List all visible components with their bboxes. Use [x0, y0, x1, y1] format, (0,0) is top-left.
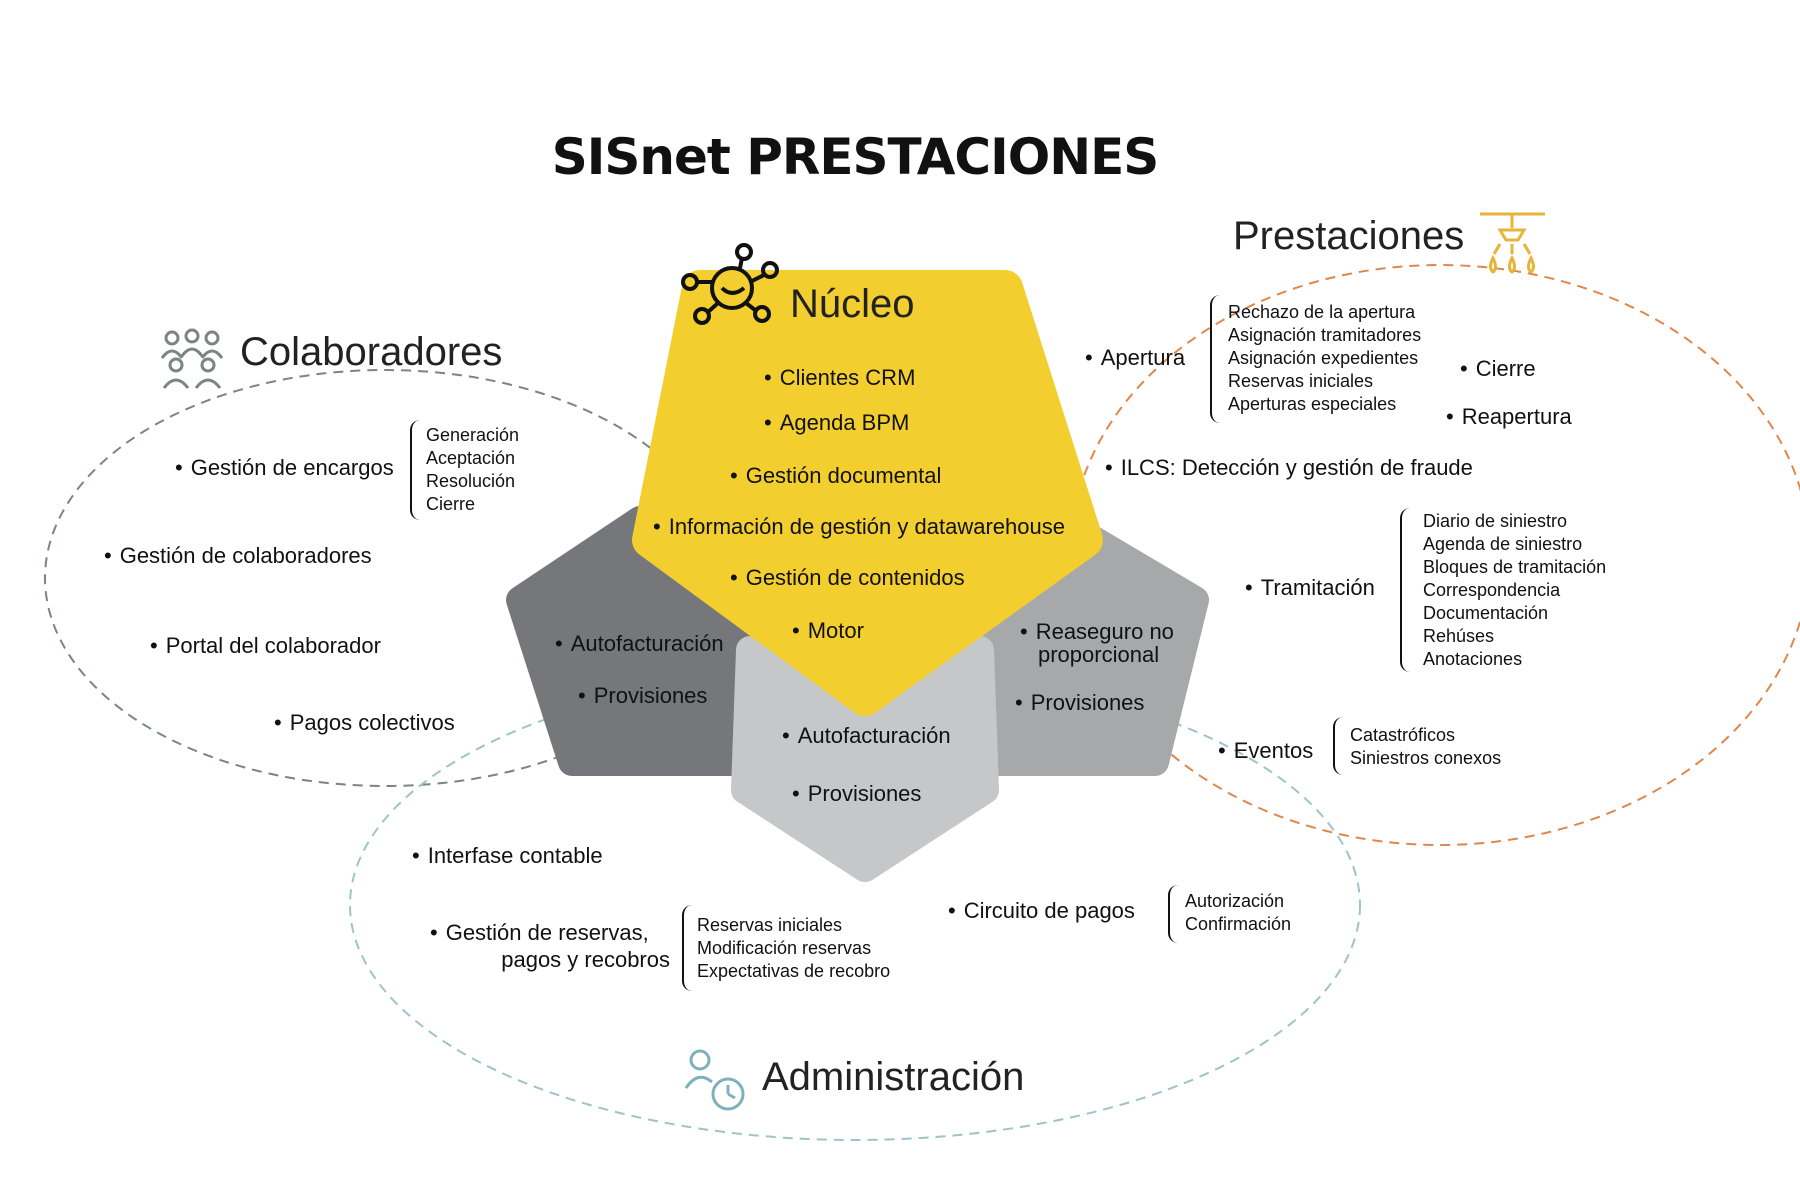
colaboradores-item: Portal del colaborador — [150, 633, 381, 659]
apertura-brace — [1210, 295, 1223, 423]
cierre-item: Cierre — [1460, 356, 1536, 382]
nucleo-label: Núcleo — [790, 282, 915, 326]
eventos-subs: Catastróficos Siniestros conexos — [1350, 724, 1501, 770]
circuito-item: Circuito de pagos — [948, 898, 1135, 924]
colaboradores-label: Colaboradores — [240, 330, 503, 374]
sub-item: Generación — [426, 425, 520, 445]
nucleo-item: Información de gestión y datawarehouse — [653, 514, 1065, 540]
nucleo-item: Motor — [792, 618, 864, 644]
nucleo-item: Gestión documental — [730, 463, 942, 489]
sub-item: Modificación reservas — [697, 938, 872, 958]
encargos-item: Gestión de encargos — [175, 455, 394, 481]
eventos-item: Eventos — [1218, 738, 1314, 764]
apertura-subs: Rechazo de la apertura Asignación tramit… — [1228, 301, 1421, 416]
sub-item: Siniestros conexos — [1350, 748, 1502, 768]
sub-item: Rechazo de la apertura — [1228, 302, 1416, 322]
circuito-brace — [1168, 885, 1181, 943]
page-title: SISnet PRESTACIONES — [551, 128, 1160, 186]
encargos-brace — [410, 420, 423, 520]
sub-item: Asignación tramitadores — [1228, 325, 1422, 345]
sub-item: Correspondencia — [1423, 580, 1561, 600]
sprinkler-icon — [1480, 212, 1545, 274]
circuito-subs: Autorización Confirmación — [1185, 890, 1291, 936]
tramitacion-brace — [1400, 508, 1413, 672]
reservas-brace — [682, 905, 695, 991]
nucleo-item: Clientes CRM — [764, 365, 916, 391]
eventos-brace — [1333, 717, 1346, 775]
network-icon — [681, 243, 779, 325]
sub-item: Aceptación — [426, 448, 516, 468]
sub-item: Diario de siniestro — [1423, 511, 1568, 531]
reapertura-item: Reapertura — [1446, 404, 1572, 430]
administracion-ring — [349, 669, 1361, 1141]
sub-item: Documentación — [1423, 603, 1549, 623]
encargos-subs: Generación Aceptación Resolución Cierre — [426, 424, 519, 516]
apertura-item: Apertura — [1085, 345, 1185, 371]
nucleo-item: Gestión de contenidos — [730, 565, 965, 591]
sub-item: Reservas iniciales — [1228, 371, 1374, 391]
reservas-subs: Reservas iniciales Modificación reservas… — [697, 914, 890, 983]
reservas-item-cont: pagos y recobros — [501, 947, 670, 972]
sub-item: Resolución — [426, 471, 516, 491]
pentagon-left-item: Provisiones — [578, 683, 708, 709]
colaboradores-item: Gestión de colaboradores — [104, 543, 372, 569]
reservas-item: Gestión de reservas, — [430, 920, 649, 946]
administracion-label: Administración — [762, 1055, 1025, 1099]
prestaciones-label: Prestaciones — [1233, 214, 1465, 258]
sub-item: Expectativas de recobro — [697, 961, 891, 981]
admin-clock-icon — [684, 1049, 745, 1111]
pentagon-bottom-item: Provisiones — [792, 781, 922, 807]
pentagon-right-item: Reaseguro no — [1020, 619, 1174, 645]
sub-item: Rehúses — [1423, 626, 1495, 646]
colaboradores-item: Pagos colectivos — [274, 710, 455, 736]
sub-item: Anotaciones — [1423, 649, 1523, 669]
sub-item: Asignación expedientes — [1228, 348, 1419, 368]
sub-item: Catastróficos — [1350, 725, 1456, 745]
sub-item: Aperturas especiales — [1228, 394, 1397, 414]
sub-item: Confirmación — [1185, 914, 1292, 934]
sub-item: Autorización — [1185, 891, 1285, 911]
sub-item: Bloques de tramitación — [1423, 557, 1607, 577]
sub-item: Reservas iniciales — [697, 915, 843, 935]
pentagon-bottom-item: Autofacturación — [782, 723, 951, 749]
interfase-item: Interfase contable — [412, 843, 603, 869]
people-icon — [160, 328, 224, 389]
nucleo-pentagon — [632, 270, 1103, 716]
tramitacion-item: Tramitación — [1245, 575, 1375, 601]
pentagon-right-item: Provisiones — [1015, 690, 1145, 716]
sub-item: Agenda de siniestro — [1423, 534, 1583, 554]
sub-item: Cierre — [426, 494, 476, 514]
nucleo-item: Agenda BPM — [764, 410, 910, 436]
pentagon-left-item: Autofacturación — [555, 631, 724, 657]
pentagon-right-item-cont: proporcional — [1038, 642, 1160, 667]
ilcs-item: ILCS: Detección y gestión de fraude — [1105, 455, 1473, 481]
tramitacion-subs: Diario de siniestro Agenda de siniestro … — [1423, 510, 1606, 671]
